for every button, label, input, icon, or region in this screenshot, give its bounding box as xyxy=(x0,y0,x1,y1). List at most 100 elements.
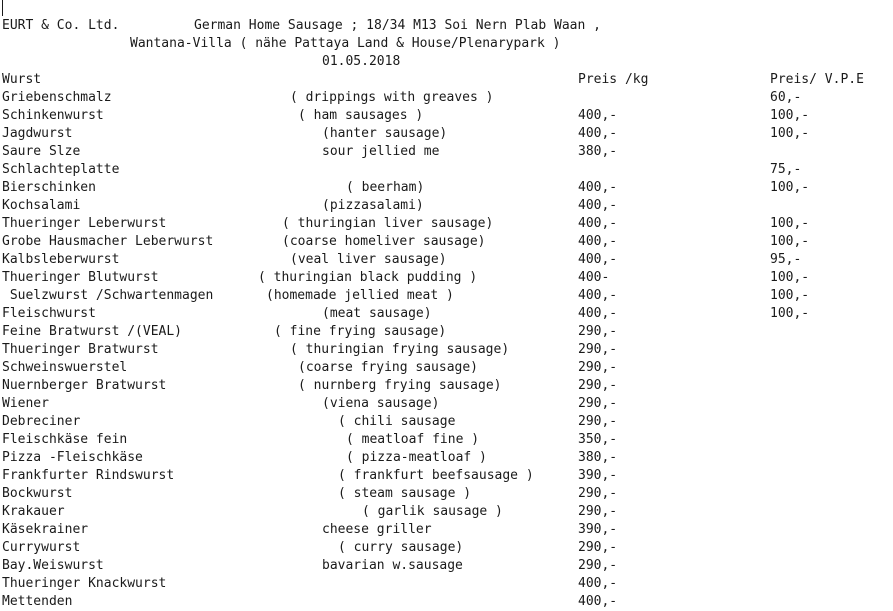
table-row: Nuernberger Bratwurst ( nurnberg frying s… xyxy=(0,377,893,395)
sausage-description: ( garlik sausage ) xyxy=(362,504,503,519)
sausage-description: bavarian w.sausage xyxy=(322,558,463,573)
sausage-name: Schlachteplatte xyxy=(2,162,120,177)
sausage-description: (meat sausage) xyxy=(322,306,432,321)
sausage-description: (veal liver sausage) xyxy=(290,252,447,267)
sausage-name: Schweinswuerstel xyxy=(2,360,128,375)
sausage-name: Thueringer Bratwurst xyxy=(2,342,159,357)
sausage-description: ( beerham) xyxy=(346,180,425,195)
price-per-unit: 95,- xyxy=(770,252,802,267)
sausage-description: ( meatloaf fine ) xyxy=(346,432,480,447)
sausage-description: ( thuringian liver sausage) xyxy=(282,216,494,231)
price-per-kg: 290,- xyxy=(578,396,618,411)
sausage-description: ( steam sausage ) xyxy=(338,486,472,501)
price-per-kg: 350,- xyxy=(578,432,618,447)
column-header-price-kg: Preis /kg xyxy=(578,72,649,87)
price-per-kg: 390,- xyxy=(578,468,618,483)
price-per-kg: 290,- xyxy=(578,504,618,519)
table-row: Frankfurter Rindswurst ( frankfurt beefsa… xyxy=(0,467,893,485)
price-per-unit: 100,- xyxy=(770,234,810,249)
sausage-description: ( frankfurt beefsausage ) xyxy=(338,468,534,483)
sausage-description: (hanter sausage) xyxy=(322,126,448,141)
company-address: German Home Sausage ; 18/34 M13 Soi Nern… xyxy=(194,18,601,33)
table-row: Thueringer Leberwurst( thuringian liver … xyxy=(0,215,893,233)
table-row: Thueringer Blutwurst ( thuringian black p… xyxy=(0,269,893,287)
sausage-name: Suelzwurst /Schwartenmagen xyxy=(2,288,214,303)
column-header-name: Wurst xyxy=(2,72,42,87)
table-row: Kochsalami(pizzasalami)400,- xyxy=(0,197,893,215)
sausage-name: Bay.Weiswurst xyxy=(2,558,104,573)
price-per-kg: 400,- xyxy=(578,216,618,231)
price-per-unit: 100,- xyxy=(770,288,810,303)
price-per-unit: 100,- xyxy=(770,306,810,321)
sausage-description: ( pizza-meatloaf ) xyxy=(346,450,487,465)
sausage-description: (viena sausage) xyxy=(322,396,440,411)
table-row: Krakauer ( garlik sausage ) 290,- xyxy=(0,503,893,521)
table-row: Jagdwurst(hanter sausage)400,-100,- xyxy=(0,125,893,143)
sausage-description: ( drippings with greaves ) xyxy=(290,90,494,105)
price-per-kg: 290,- xyxy=(578,324,618,339)
price-per-kg: 380,- xyxy=(578,450,618,465)
table-row: Thueringer Bratwurst ( thuringian frying … xyxy=(0,341,893,359)
table-row: Grobe Hausmacher Leberwurst(coarse homel… xyxy=(0,233,893,251)
price-per-kg: 380,- xyxy=(578,144,618,159)
sausage-description: ( thuringian black pudding ) xyxy=(258,270,478,285)
price-per-kg: 400,- xyxy=(578,180,618,195)
sausage-name: Kalbsleberwurst xyxy=(2,252,120,267)
table-row: Schlachteplatte 75,- xyxy=(0,161,893,179)
price-per-kg: 390,- xyxy=(578,522,618,537)
price-per-kg: 290,- xyxy=(578,540,618,555)
price-per-kg: 400,- xyxy=(578,252,618,267)
sausage-name: Griebenschmalz xyxy=(2,90,112,105)
text-cursor xyxy=(2,0,3,16)
price-per-unit: 100,- xyxy=(770,126,810,141)
price-per-kg: 400,- xyxy=(578,594,618,609)
sausage-name: Thueringer Blutwurst xyxy=(2,270,159,285)
sausage-description: ( curry sausage) xyxy=(338,540,464,555)
price-per-kg: 400,- xyxy=(578,306,618,321)
price-per-kg: 290,- xyxy=(578,378,618,393)
sausage-description: ( nurnberg frying sausage) xyxy=(298,378,502,393)
table-row: Fleischwurst (meat sausage) 400,- 100,- xyxy=(0,305,893,323)
list-date: 01.05.2018 xyxy=(322,54,401,69)
sausage-name: Feine Bratwurst /(VEAL) xyxy=(2,324,183,339)
sausage-description: ( fine frying sausage) xyxy=(274,324,447,339)
sausage-name: Krakauer xyxy=(2,504,65,519)
table-row: Suelzwurst /Schwartenmagen(homemade jell… xyxy=(0,287,893,305)
sausage-name: Wiener xyxy=(2,396,49,411)
sausage-description: ( ham sausages ) xyxy=(298,108,424,123)
sausage-name: Bockwurst xyxy=(2,486,73,501)
price-per-unit: 100,- xyxy=(770,180,810,195)
table-row: Currywurst( curry sausage)290,- xyxy=(0,539,893,557)
company-name: EURT & Co. Ltd. xyxy=(2,18,120,33)
price-per-kg: 400,- xyxy=(578,576,618,591)
price-per-kg: 290,- xyxy=(578,360,618,375)
sausage-name: Fleischwurst xyxy=(2,306,96,321)
sausage-name: Debreciner xyxy=(2,414,81,429)
sausage-name: Kochsalami xyxy=(2,198,81,213)
sausage-description: (pizzasalami) xyxy=(322,198,424,213)
price-per-unit: 75,- xyxy=(770,162,802,177)
price-per-kg: 290,- xyxy=(578,414,618,429)
sausage-name: Fleischkäse fein xyxy=(2,432,128,447)
sausage-name: Pizza -Fleischkäse xyxy=(2,450,143,465)
sausage-name: Frankfurter Rindswurst xyxy=(2,468,175,483)
sausage-name: Käsekrainer xyxy=(2,522,89,537)
sausage-description: sour jellied me xyxy=(322,144,440,159)
table-row: Pizza -Fleischkäse ( pizza-meatloaf ) 380,… xyxy=(0,449,893,467)
price-per-kg: 400,- xyxy=(578,234,618,249)
column-header-price-unit: Preis/ V.P.E xyxy=(770,72,864,87)
sausage-name: Thueringer Knackwurst xyxy=(2,576,167,591)
sausage-name: Nuernberger Bratwurst xyxy=(2,378,167,393)
table-row: Feine Bratwurst /(VEAL) ( fine frying sau… xyxy=(0,323,893,341)
sausage-name: Grobe Hausmacher Leberwurst xyxy=(2,234,214,249)
sausage-description: ( thuringian frying sausage) xyxy=(290,342,510,357)
table-row: Griebenschmalz ( drippings with greaves )… xyxy=(0,89,893,107)
table-row: Thueringer Knackwurst 400,- xyxy=(0,575,893,593)
table-row: Kalbsleberwurst (veal liver sausage) 400,-… xyxy=(0,251,893,269)
price-per-unit: 100,- xyxy=(770,108,810,123)
sausage-name: Saure Slze xyxy=(2,144,81,159)
